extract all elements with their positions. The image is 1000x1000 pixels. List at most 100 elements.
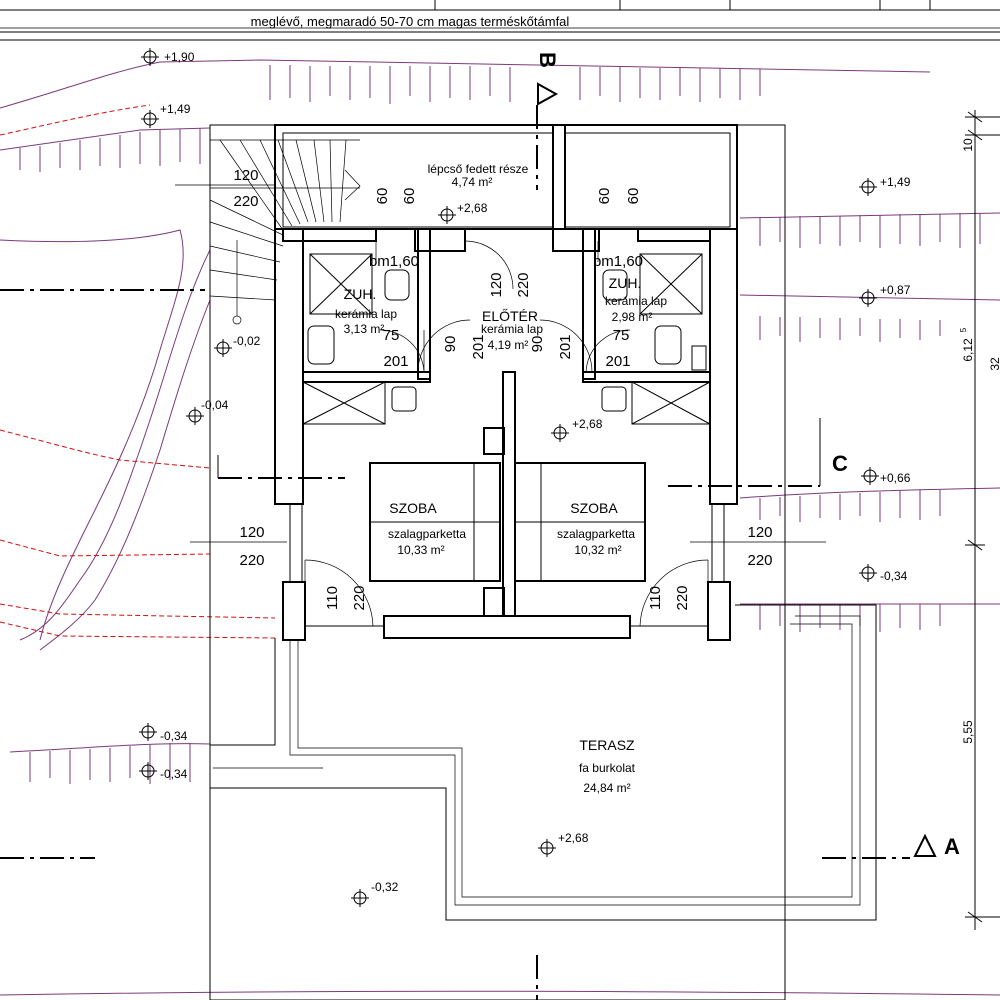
room-name: ELŐTÉR bbox=[482, 308, 538, 324]
room-area: 4,74 m² bbox=[452, 175, 493, 189]
svg-text:5,55: 5,55 bbox=[961, 720, 975, 744]
svg-text:+0,87: +0,87 bbox=[880, 283, 911, 297]
svg-text:201: 201 bbox=[383, 353, 408, 370]
svg-text:220: 220 bbox=[747, 552, 772, 569]
level-marker: -0,34 bbox=[139, 762, 188, 781]
room-floor: fa burkolat bbox=[579, 761, 636, 775]
svg-text:6,12: 6,12 bbox=[961, 338, 975, 362]
svg-text:201: 201 bbox=[470, 334, 487, 359]
door-swings bbox=[304, 240, 709, 627]
room-area: 24,84 m² bbox=[583, 781, 630, 795]
level-marker: +0,87 bbox=[859, 283, 911, 307]
room-area: 4,19 m² bbox=[488, 338, 529, 352]
room-floor: szalagparketta bbox=[388, 527, 466, 541]
room-floor: kerámia lap bbox=[605, 294, 667, 308]
section-marker-a: A bbox=[913, 833, 960, 859]
svg-text:bm1,60: bm1,60 bbox=[593, 253, 643, 270]
room-floor: kerámia lap bbox=[335, 307, 397, 321]
room-name: ZUH. bbox=[344, 286, 377, 302]
terrace bbox=[209, 604, 877, 921]
svg-text:32: 32 bbox=[988, 357, 1000, 371]
svg-text:60: 60 bbox=[625, 188, 642, 205]
svg-text:110: 110 bbox=[324, 586, 341, 610]
room-name: TERASZ bbox=[579, 737, 635, 753]
svg-text:120: 120 bbox=[233, 167, 258, 184]
svg-text:+1,90: +1,90 bbox=[164, 50, 195, 64]
section-a-label: A bbox=[944, 834, 960, 859]
dimension-lines bbox=[175, 184, 826, 543]
level-markers: +1,90 +1,49 +2,68 +1,49 +0,87 -0,02 -0,0… bbox=[139, 48, 911, 907]
svg-text:+1,49: +1,49 bbox=[160, 102, 191, 116]
svg-text:110: 110 bbox=[647, 586, 664, 610]
retaining-wall: meglévő, megmaradó 50-70 cm magas termés… bbox=[0, 0, 1000, 41]
building-walls bbox=[274, 124, 738, 641]
room-name: ZUH. bbox=[609, 275, 642, 291]
svg-text:220: 220 bbox=[674, 585, 691, 610]
svg-text:120: 120 bbox=[239, 524, 264, 541]
room-area: 10,32 m² bbox=[574, 543, 621, 557]
svg-text:220: 220 bbox=[233, 193, 258, 210]
level-marker: +2,68 bbox=[438, 201, 488, 224]
svg-text:60: 60 bbox=[374, 188, 391, 205]
room-shower-right: ZUH. kerámia lap 2,98 m² bbox=[605, 275, 667, 324]
level-marker: -0,04 bbox=[186, 398, 229, 425]
svg-text:+2,68: +2,68 bbox=[572, 417, 603, 431]
svg-text:90: 90 bbox=[442, 336, 459, 353]
svg-text:10: 10 bbox=[961, 138, 975, 152]
svg-text:+0,66: +0,66 bbox=[880, 471, 911, 485]
room-name: lépcső fedett része bbox=[428, 162, 529, 176]
svg-text:60: 60 bbox=[401, 188, 418, 205]
section-marker-b: B bbox=[535, 52, 560, 106]
section-b-label: B bbox=[535, 52, 560, 68]
svg-text:+1,49: +1,49 bbox=[880, 175, 911, 189]
room-shower-left: ZUH. kerámia lap 3,13 m² bbox=[335, 286, 397, 336]
svg-text:220: 220 bbox=[239, 552, 264, 569]
level-marker: -0,32 bbox=[351, 880, 399, 907]
svg-text:-0,04: -0,04 bbox=[201, 398, 229, 412]
level-marker: -0,34 bbox=[859, 564, 908, 583]
svg-text:90: 90 bbox=[529, 336, 546, 353]
room-name: SZOBA bbox=[389, 500, 437, 516]
section-marker-c: C bbox=[832, 451, 848, 476]
room-stair-covered: lépcső fedett része 4,74 m² bbox=[428, 162, 529, 189]
room-floor: szalagparketta bbox=[557, 527, 635, 541]
svg-text:220: 220 bbox=[515, 272, 532, 297]
svg-text:+2,68: +2,68 bbox=[457, 201, 488, 215]
svg-text:-0,34: -0,34 bbox=[880, 569, 908, 583]
room-floor: kerámia lap bbox=[481, 322, 543, 336]
section-lines bbox=[0, 105, 910, 1000]
svg-text:-0,34: -0,34 bbox=[160, 729, 188, 743]
svg-text:120: 120 bbox=[488, 272, 505, 297]
stairs bbox=[209, 139, 361, 325]
sanitary-fixtures bbox=[307, 253, 707, 371]
room-name: SZOBA bbox=[570, 500, 618, 516]
room-bedroom-left: SZOBA szalagparketta 10,33 m² bbox=[388, 500, 466, 557]
svg-text:5: 5 bbox=[959, 327, 968, 332]
room-area: 3,13 m² bbox=[344, 322, 385, 336]
red-dashed-lines bbox=[0, 104, 276, 639]
level-marker: -0,34 bbox=[139, 723, 188, 743]
svg-text:220: 220 bbox=[351, 585, 368, 610]
level-marker: -0,02 bbox=[214, 334, 261, 357]
room-area: 10,33 m² bbox=[397, 543, 444, 557]
svg-text:+2,68: +2,68 bbox=[558, 831, 589, 845]
level-marker: +1,90 bbox=[141, 48, 195, 66]
svg-text:75: 75 bbox=[613, 327, 630, 344]
room-terrace: TERASZ fa burkolat 24,84 m² bbox=[579, 737, 636, 795]
retaining-wall-note: meglévő, megmaradó 50-70 cm magas termés… bbox=[251, 14, 570, 29]
dimension-labels: 120 220 120 220 120 220 60 60 60 60 120 … bbox=[233, 138, 1000, 744]
room-area: 2,98 m² bbox=[612, 310, 653, 324]
section-c-label: C bbox=[832, 451, 848, 476]
svg-text:75: 75 bbox=[383, 327, 400, 344]
room-hall: ELŐTÉR kerámia lap 4,19 m² bbox=[481, 308, 543, 352]
level-marker: +0,66 bbox=[861, 467, 911, 485]
right-dimension-line bbox=[965, 110, 1000, 930]
svg-text:201: 201 bbox=[557, 334, 574, 359]
level-marker: +1,49 bbox=[141, 102, 191, 128]
svg-text:-0,02: -0,02 bbox=[233, 334, 261, 348]
svg-text:120: 120 bbox=[747, 524, 772, 541]
svg-text:201: 201 bbox=[605, 353, 630, 370]
level-marker: +1,49 bbox=[859, 175, 911, 196]
level-marker: +2,68 bbox=[538, 831, 589, 857]
